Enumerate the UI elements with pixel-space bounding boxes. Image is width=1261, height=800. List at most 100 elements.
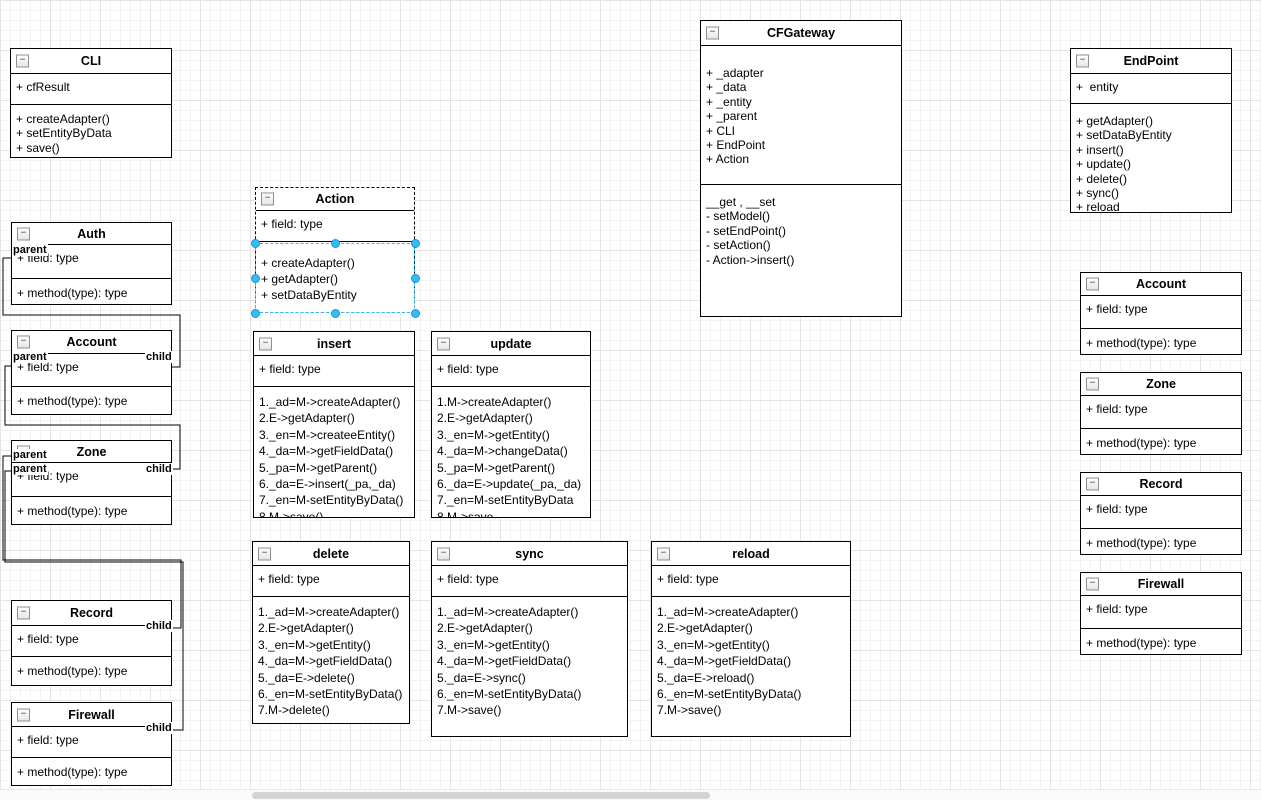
class-record-right[interactable]: −Record+ field: type+ method(type): type — [1080, 472, 1242, 555]
method-line: 1._ad=M->createAdapter() — [437, 605, 579, 619]
method-line: 7.M->save() — [437, 703, 502, 718]
class-record-left[interactable]: − Record + field: type + method(type): type — [11, 600, 172, 686]
edge-label-child[interactable]: child — [145, 620, 173, 632]
horizontal-scrollbar-thumb[interactable] — [252, 792, 710, 799]
parent-child-connector[interactable] — [2, 455, 182, 629]
field-line: + entity — [1076, 80, 1119, 94]
edge-label-parent[interactable]: parent — [12, 351, 48, 363]
field-line: + field: type — [17, 632, 79, 646]
field-line: + field: type — [261, 217, 323, 231]
method-line: + method(type): type — [17, 504, 128, 518]
selection-handle[interactable] — [250, 273, 260, 283]
collapse-minus-icon[interactable]: − — [259, 337, 272, 350]
method-line: + method(type): type — [1086, 536, 1197, 550]
methods-compartment: + createAdapter()+ setEntityByData+ save… — [11, 104, 171, 157]
edge-label-parent[interactable]: parent — [12, 463, 48, 475]
class-name: Zone — [76, 444, 107, 459]
method-line: 4._da=M->getFieldData() — [258, 654, 393, 669]
class-cli[interactable]: −CLI+ cfResult+ createAdapter()+ setEnti… — [10, 48, 172, 158]
methods-compartment: + method(type): type — [12, 496, 171, 524]
class-title-bar: − Record — [12, 601, 171, 626]
field-line: + field: type — [437, 572, 499, 586]
collapse-minus-icon[interactable]: − — [16, 54, 29, 68]
class-endpoint[interactable]: −EndPoint+ entity+ getAdapter()+ setData… — [1070, 48, 1232, 213]
parent-child-connector[interactable] — [2, 257, 181, 368]
selection-handle[interactable] — [410, 273, 420, 283]
collapse-minus-icon[interactable]: − — [258, 547, 271, 560]
class-title-bar: −Account — [1081, 273, 1241, 296]
class-firewall-right[interactable]: −Firewall+ field: type+ method(type): ty… — [1080, 572, 1242, 655]
selection-handle[interactable] — [250, 238, 260, 248]
method-line: - setEndPoint() — [706, 223, 787, 238]
collapse-minus-icon[interactable]: − — [706, 26, 719, 40]
collapse-minus-icon[interactable]: − — [1086, 477, 1099, 491]
class-firewall-left[interactable]: −Firewall+ field: type+ method(type): ty… — [11, 702, 172, 786]
field-line: + cfResult — [16, 80, 70, 94]
fields-compartment: + field: type — [652, 566, 850, 596]
field-line: + _entity — [706, 94, 752, 109]
class-title-bar: −Auth — [12, 223, 171, 245]
edge-label-child[interactable]: child — [145, 722, 173, 734]
class-sync[interactable]: −sync + field: type 1._ad=M->createAdapter… — [431, 541, 628, 737]
selection-handle[interactable] — [410, 238, 420, 248]
class-title-bar: −sync — [432, 542, 627, 566]
collapse-minus-icon[interactable]: − — [1086, 377, 1099, 391]
collapse-minus-icon[interactable]: − — [437, 337, 450, 350]
methods-compartment: + method(type): type — [12, 386, 171, 414]
field-line: + field: type — [259, 362, 321, 376]
selection-handle[interactable] — [330, 308, 340, 318]
fields-compartment: + field: type — [254, 356, 414, 386]
selection-outline — [255, 243, 415, 313]
method-line: 5._da=E->delete() — [258, 670, 355, 685]
class-action[interactable]: −Action+ field: type+ createAdapter()+ g… — [255, 187, 415, 313]
collapse-minus-icon[interactable]: − — [17, 227, 30, 240]
collapse-minus-icon[interactable]: − — [1076, 54, 1089, 68]
edge-label-parent[interactable]: parent — [12, 449, 48, 461]
class-account-right[interactable]: −Account+ field: type+ method(type): typ… — [1080, 272, 1242, 355]
class-account-left[interactable]: −Account+ field: type+ method(type): typ… — [11, 330, 172, 415]
method-line: 7.M->delete() — [258, 703, 330, 718]
collapse-minus-icon[interactable]: − — [1086, 277, 1099, 291]
horizontal-scrollbar-track[interactable] — [0, 789, 1261, 800]
fields-compartment: + field: type — [1081, 496, 1241, 528]
method-line: + method(type): type — [17, 664, 128, 678]
class-auth[interactable]: −Auth+ field: type+ method(type): type — [11, 222, 172, 305]
methods-compartment: + method(type): type — [1081, 528, 1241, 554]
collapse-minus-icon[interactable]: − — [437, 547, 450, 560]
selection-handle[interactable] — [330, 238, 340, 248]
class-cfgateway[interactable]: −CFGateway+ _adapter+ _data+ _entity+ _p… — [700, 20, 902, 317]
collapse-minus-icon[interactable]: − — [1086, 577, 1099, 591]
collapse-minus-icon[interactable]: − — [17, 335, 30, 349]
class-title-bar: −CFGateway — [701, 21, 901, 46]
method-line: 1._ad=M->createAdapter() — [259, 395, 401, 409]
class-title-bar: −Firewall — [1081, 573, 1241, 596]
field-line: + field: type — [1086, 302, 1148, 316]
collapse-minus-icon[interactable]: − — [657, 547, 670, 560]
class-name: Record — [69, 606, 114, 620]
method-line: + method(type): type — [1086, 436, 1197, 450]
parent-child-connector[interactable] — [4, 470, 184, 731]
class-zone-right[interactable]: −Zone+ field: type+ method(type): type — [1080, 372, 1242, 455]
edge-label-parent[interactable]: parent — [12, 244, 48, 256]
method-line: + method(type): type — [17, 394, 128, 408]
class-title-bar: −Account — [12, 331, 171, 354]
collapse-minus-icon[interactable]: − — [261, 192, 274, 206]
edge-label-child[interactable]: child — [145, 463, 173, 475]
parent-child-connector[interactable] — [4, 365, 181, 470]
method-line: 3._en=M->createeEntity() — [259, 427, 396, 442]
method-line: 4._da=M->getFieldData() — [657, 654, 792, 669]
class-name: Action — [315, 192, 355, 206]
edge-label-child[interactable]: child — [145, 351, 173, 363]
collapse-minus-icon[interactable]: − — [17, 708, 30, 721]
class-title-bar: −Firewall — [12, 703, 171, 727]
field-line: + Action — [706, 152, 750, 167]
collapse-minus-icon[interactable]: − — [17, 606, 30, 620]
selection-handle[interactable] — [410, 308, 420, 318]
selection-handle[interactable] — [250, 308, 260, 318]
fields-compartment: + field: type — [253, 566, 409, 596]
